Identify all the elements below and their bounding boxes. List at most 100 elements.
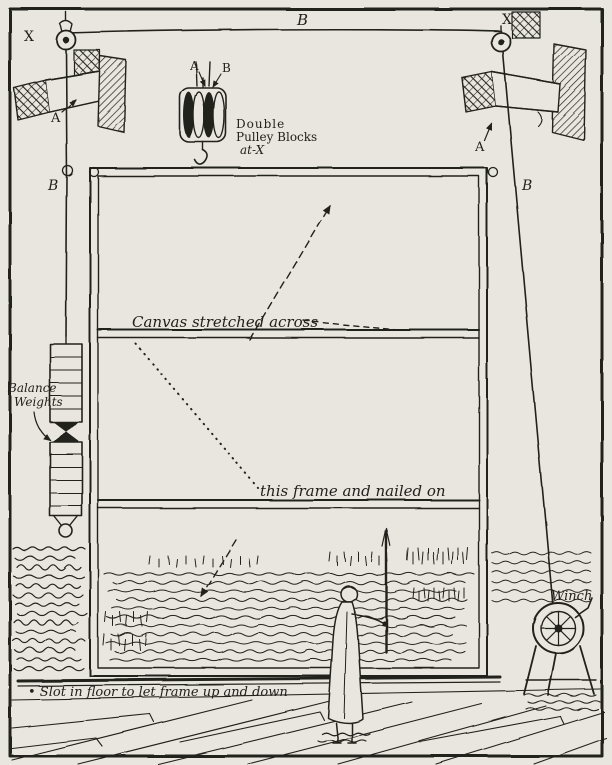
- canvas-dashed-trail: [303, 320, 399, 331]
- sheave: [203, 92, 215, 138]
- scribble-stroke: [442, 587, 445, 599]
- scribble-stroke: [527, 700, 601, 704]
- scribble-stroke: [105, 641, 467, 645]
- scribble-stroke: [16, 610, 88, 617]
- beam-left-leader: [61, 99, 77, 113]
- frame-eyelet-left: [88, 166, 100, 178]
- beam-left-wall-plate: [97, 55, 127, 133]
- scribble-stroke: [221, 555, 224, 565]
- label-rope-left-b: B: [47, 178, 58, 194]
- pulley-right-bracket: [511, 11, 541, 39]
- scribble-stroke: [406, 547, 409, 561]
- block-a-leader: [198, 71, 206, 87]
- weight-clamp: [53, 421, 79, 432]
- blocks-caption-line2: Pulley Blocks: [236, 130, 317, 144]
- beam-left: [13, 55, 127, 133]
- scribble-stroke: [144, 633, 147, 646]
- scribble-stroke: [229, 558, 232, 568]
- scribble-stroke: [110, 632, 453, 637]
- winch-label: Winch: [551, 589, 592, 604]
- scribble-stroke: [114, 649, 466, 654]
- slot-note: • Slot in floor to let frame up and down: [28, 685, 288, 700]
- beam-left-end-face: [13, 79, 51, 121]
- scribble-stroke: [423, 587, 426, 599]
- scribble-stroke: [256, 555, 259, 565]
- paint-frame: [62, 165, 499, 677]
- label-pulley-left-x: X: [24, 29, 34, 45]
- label-block-rope-a: A: [189, 59, 199, 73]
- scribble-stroke: [202, 555, 205, 565]
- scribble-stroke: [14, 555, 76, 561]
- scribble-stroke: [125, 615, 128, 627]
- scribble-stroke: [466, 547, 469, 561]
- scribble-stroke: [119, 611, 122, 623]
- scribble-stroke: [491, 551, 592, 555]
- scribble-stroke: [343, 551, 346, 562]
- scribble-stroke: [13, 619, 79, 626]
- sheave: [192, 91, 206, 139]
- double-pulley-blocks: [179, 61, 227, 166]
- painter-hand: [381, 620, 387, 626]
- scribble-stroke: [15, 629, 77, 634]
- scribble-stroke: [417, 547, 420, 561]
- label-beam-left-a: A: [50, 111, 61, 126]
- scribble-stroke: [123, 638, 126, 651]
- scribble-stroke: [140, 615, 143, 627]
- balance-leader: [33, 411, 51, 441]
- scribble-stroke: [421, 551, 424, 565]
- floorboards: [11, 688, 607, 765]
- scribble-stroke: [15, 583, 81, 589]
- scribble-stroke: [248, 558, 251, 568]
- frame-note: this frame and nailed on: [260, 482, 446, 500]
- scribble-stroke: [194, 558, 197, 568]
- scribble-stroke: [370, 551, 373, 562]
- scribble-stroke: [432, 551, 435, 565]
- rope-left: [65, 49, 68, 337]
- pulley-right: [490, 11, 541, 53]
- outer-border: [8, 7, 604, 758]
- scribble-stroke: [457, 590, 460, 602]
- scribble-stroke: [106, 614, 456, 620]
- scribble-stroke: [103, 572, 475, 576]
- frame-eyelet-right: [487, 166, 499, 178]
- scribble-stroke: [462, 551, 465, 565]
- scribble-stroke: [412, 587, 415, 599]
- scribble-stroke: [427, 590, 430, 602]
- block-b-leader: [212, 73, 222, 88]
- sheave: [183, 92, 195, 138]
- scribble-stroke: [138, 638, 141, 651]
- label-beam-right-a: A: [474, 140, 485, 155]
- rope-guide-ring: [62, 165, 74, 177]
- winch-crank: [574, 597, 593, 618]
- scribble-stroke: [525, 707, 599, 711]
- scribble-stroke: [13, 665, 85, 672]
- blocks-caption-line3: at-X: [240, 143, 265, 157]
- scribble-stroke: [328, 551, 331, 562]
- scribble-stroke: [175, 558, 178, 568]
- painter-legs: [335, 722, 353, 743]
- scribble-stroke: [491, 560, 592, 565]
- rope-right: [502, 51, 554, 607]
- scribble-stroke: [12, 591, 84, 599]
- painter-arm: [351, 613, 383, 623]
- scribble-stroke: [317, 739, 367, 743]
- scribble-stroke: [321, 732, 371, 736]
- scribble-stroke: [447, 547, 450, 561]
- balance-weights-line1: Balance: [7, 381, 57, 395]
- scribble-stroke: [438, 590, 441, 602]
- scribble-stroke: [16, 564, 82, 571]
- scribble-stroke: [364, 555, 367, 566]
- canvas-dashed-arrow: [249, 204, 331, 341]
- scribble-stroke: [491, 579, 592, 584]
- scribble-stroke: [12, 638, 86, 644]
- scribble-stroke: [109, 658, 452, 662]
- label-block-rope-b: B: [222, 61, 231, 75]
- label-pulley-right-x: X: [502, 12, 512, 28]
- scribble-stroke: [14, 602, 80, 607]
- brush-tip: [381, 527, 391, 547]
- painter-figure: [327, 527, 391, 744]
- scribble-stroke: [111, 606, 465, 611]
- canvas-note: Canvas stretched across: [132, 313, 318, 331]
- block-hook: [194, 149, 209, 166]
